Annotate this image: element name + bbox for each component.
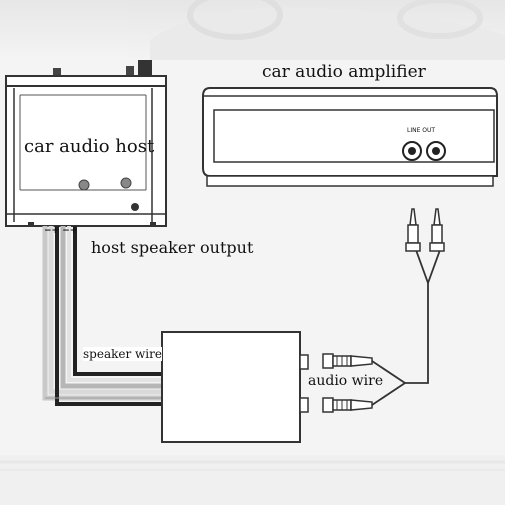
label-terminals: −+ −+ (44, 226, 78, 236)
speaker-wire-bundle (42, 226, 162, 406)
rca-plug-upper (322, 353, 373, 369)
audio-wire (371, 249, 441, 406)
car-audio-amplifier (202, 87, 498, 187)
converter-box (161, 331, 309, 443)
label-line-out: LINE OUT (407, 127, 436, 134)
label-host: car audio host (24, 136, 155, 157)
background-car-graphic (0, 0, 505, 60)
label-host-output: host speaker output (91, 238, 254, 257)
car-audio-host-unit (5, 60, 167, 227)
label-amplifier: car audio amplifier (262, 62, 426, 82)
label-audio-wire: audio wire (308, 373, 384, 389)
label-speaker-wire: speaker wire (83, 347, 162, 361)
rca-plug-lower (322, 397, 373, 413)
rca-plug-right-top (429, 208, 445, 252)
rca-plug-left-top (405, 208, 421, 252)
background-floor (0, 455, 505, 505)
